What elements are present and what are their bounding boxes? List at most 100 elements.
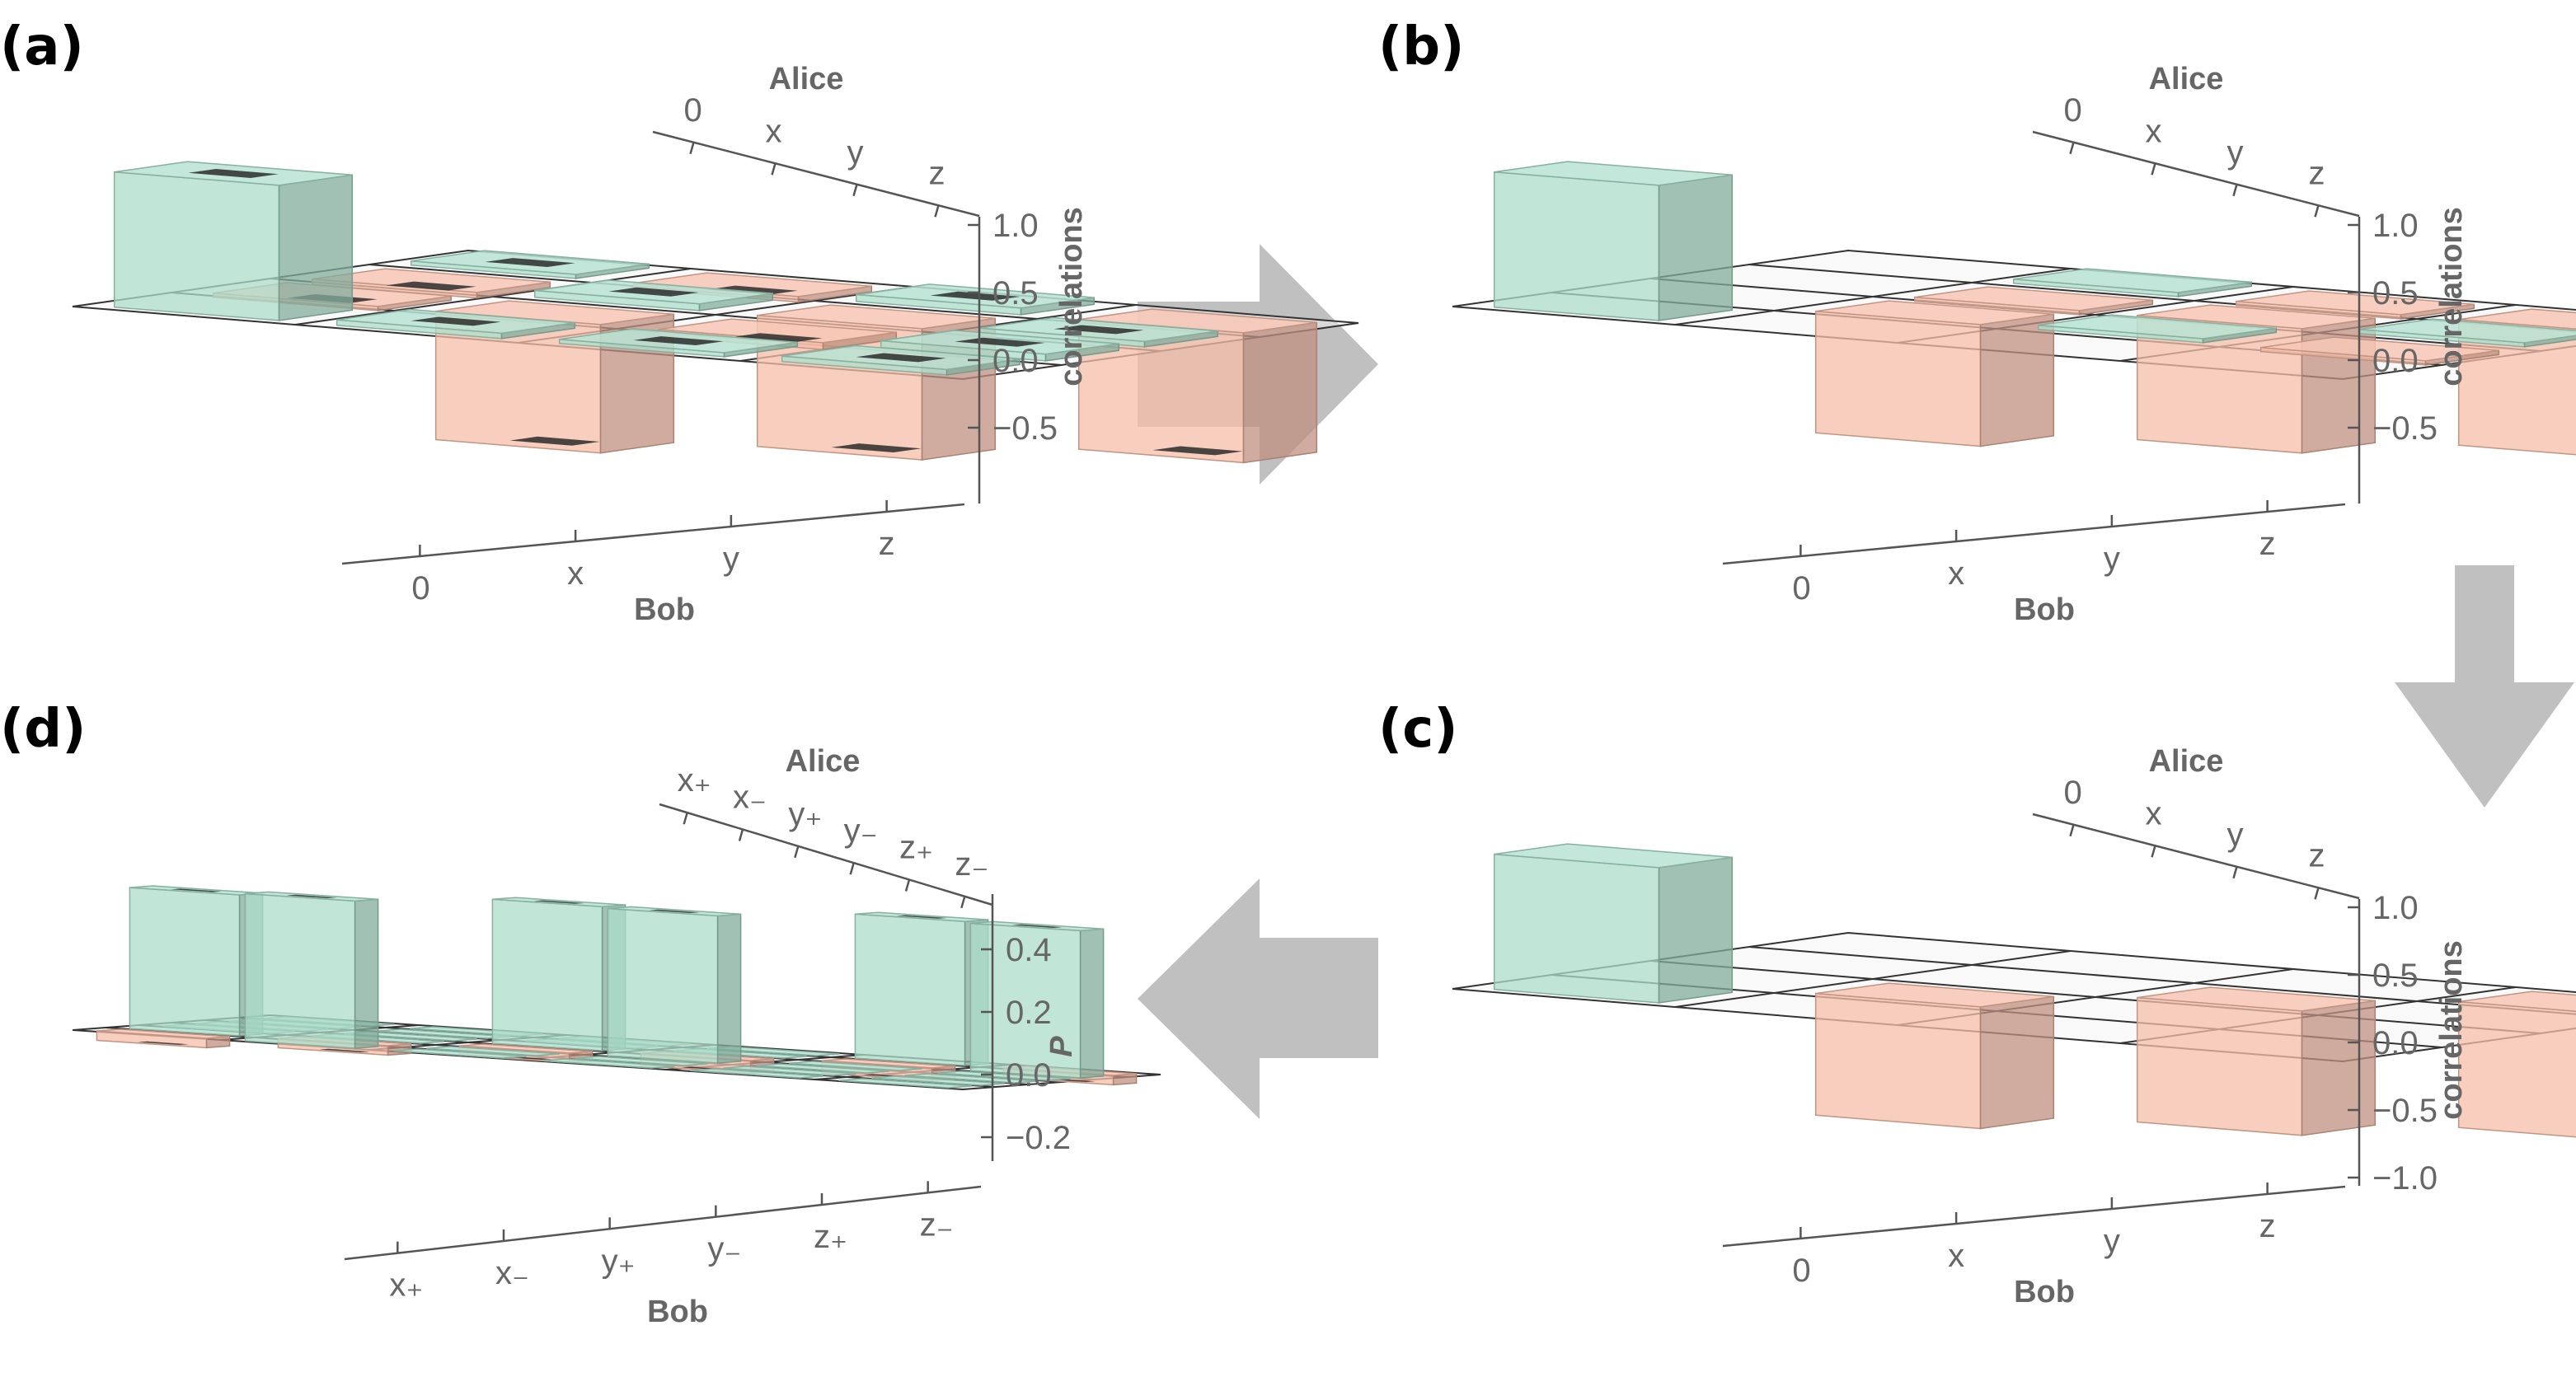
alice-tick-label: x xyxy=(2146,795,2162,831)
bar-z-0 xyxy=(410,250,650,279)
bob-tick-label: 0 xyxy=(411,570,429,607)
bar-0-x xyxy=(335,308,576,340)
bar-top-face xyxy=(393,1048,527,1059)
bar-top-face xyxy=(2458,308,2576,330)
z-tick-label: 0.0 xyxy=(2372,1025,2419,1061)
bob-tick-label: y xyxy=(723,541,739,577)
bar-0-0 xyxy=(113,161,354,321)
bar-top-face xyxy=(723,1065,856,1076)
alice-tick xyxy=(2314,204,2320,218)
bar-top-face xyxy=(904,1073,1038,1084)
grid-line xyxy=(1674,950,2072,1008)
alice-axis-title: Alice xyxy=(2149,744,2224,779)
bob-tick-label: z xyxy=(879,526,895,562)
z-tick-label: 0.0 xyxy=(1006,1057,1052,1094)
error-marker xyxy=(509,436,600,446)
error-marker xyxy=(485,258,575,267)
error-marker xyxy=(1011,924,1063,928)
bob-tick-label: 0 xyxy=(1792,1253,1810,1289)
alice-tick-label: y₋ xyxy=(844,813,878,849)
bar-side-face xyxy=(1242,321,1318,464)
z-tick-label: 0.5 xyxy=(2372,958,2419,994)
z-axis-title: correlations xyxy=(1054,207,1089,386)
bar-front-face xyxy=(1814,992,1982,1130)
bar-front-face xyxy=(1493,171,1660,321)
bar-y₊-z₋ xyxy=(904,1073,1038,1084)
alice-tick-label: x₊ xyxy=(678,762,711,799)
grid-line xyxy=(294,268,692,326)
alice-tick-label: z xyxy=(2309,155,2325,191)
bar-top-face xyxy=(822,1058,955,1069)
bob-tick-label: x xyxy=(1948,1238,1964,1274)
error-marker xyxy=(1053,325,1144,335)
panel-label-b: (b) xyxy=(1378,16,1464,77)
bar-top-face xyxy=(2038,314,2277,340)
bob-axis-line xyxy=(1722,1185,2346,1248)
bar-x₋-y₊ xyxy=(426,1046,560,1056)
error-marker xyxy=(831,443,922,452)
bar-front-face xyxy=(2136,996,2303,1136)
alice-tick xyxy=(683,812,688,825)
bar-x-x xyxy=(1814,300,2055,447)
bob-tick-label: y₊ xyxy=(602,1243,636,1279)
bar-front-face xyxy=(1814,310,1982,447)
bars xyxy=(96,885,1138,1089)
bob-axis-title: Bob xyxy=(2014,1275,2075,1309)
bar-top-face xyxy=(426,1046,560,1056)
bar-x-y xyxy=(2037,314,2278,344)
error-marker xyxy=(856,353,946,363)
alice-tick xyxy=(689,142,695,155)
bob-tick-label: z xyxy=(2259,526,2276,562)
alice-axis: x₊x₋y₊y₋z₊z₋Alice xyxy=(659,744,993,909)
z-axis-title: P xyxy=(1044,1036,1079,1057)
error-marker xyxy=(286,894,337,898)
bar-top-face xyxy=(937,1070,1071,1081)
bar-top-face xyxy=(1914,286,2153,311)
bar-x₊-y₊ xyxy=(393,1048,527,1059)
alice-tick xyxy=(2232,184,2238,197)
error-marker xyxy=(955,337,1045,347)
error-marker xyxy=(649,909,700,913)
alice-tick xyxy=(794,845,800,859)
bar-front-face xyxy=(244,892,356,1049)
error-marker xyxy=(1152,446,1243,456)
alice-tick-label: x xyxy=(766,113,782,149)
bar-y₋-y₊ xyxy=(491,897,626,1051)
alice-axis-line xyxy=(2032,130,2360,218)
alice-tick xyxy=(2232,866,2238,879)
alice-tick-label: y xyxy=(2227,817,2244,853)
z-tick-label: 0.5 xyxy=(2372,275,2419,311)
bob-tick-label: y xyxy=(2104,541,2120,577)
z-axis-title: correlations xyxy=(2434,207,2469,386)
bob-tick-label: z₋ xyxy=(920,1206,954,1243)
alice-tick-label: x₋ xyxy=(733,780,767,816)
bar-top-face xyxy=(690,1068,823,1079)
bar-top-face xyxy=(2359,318,2576,344)
error-marker xyxy=(138,1041,189,1045)
alice-tick xyxy=(2151,845,2156,858)
grid-line xyxy=(1674,268,2072,326)
bar-z-z xyxy=(1077,308,1318,464)
alice-tick xyxy=(2069,142,2075,155)
bar-side-face xyxy=(1979,995,2055,1130)
arrow-left-icon xyxy=(1138,878,1378,1119)
alice-tick xyxy=(2069,824,2075,837)
bar-front-face xyxy=(607,907,719,1064)
z-axis: 0.40.20.0−0.2P xyxy=(981,894,1079,1161)
chart-panel-d: 0.40.20.0−0.2Px₊x₋y₊y₋z₊z₋Bobx₊x₋y₊y₋z₊z… xyxy=(72,744,1161,1329)
bar-y-x xyxy=(533,279,774,311)
bar-side-face xyxy=(716,913,742,1064)
alice-tick xyxy=(2314,887,2320,900)
alice-tick-label: z xyxy=(2309,837,2325,873)
bob-tick-label: z₊ xyxy=(814,1219,847,1255)
bar-top-face xyxy=(1494,843,1733,869)
bar-top-face xyxy=(2458,991,2576,1012)
alice-axis-title: Alice xyxy=(2149,62,2224,96)
